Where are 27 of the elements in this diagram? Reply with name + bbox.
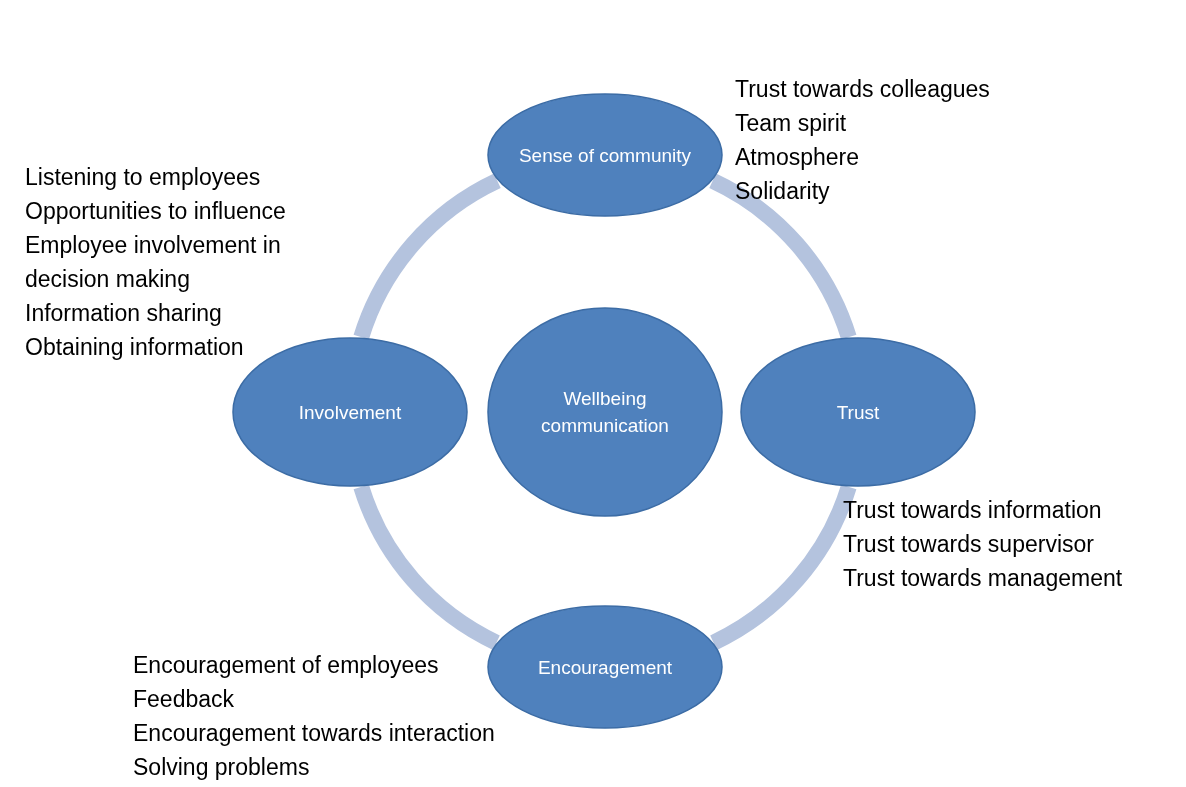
ring-connector — [708, 173, 857, 340]
list-item: Solidarity — [735, 177, 831, 206]
list-item: Trust towards management — [843, 564, 1124, 593]
list-item: Employee involvement in decision making — [25, 231, 282, 294]
ring-connector — [353, 484, 501, 650]
list-item: Atmosphere — [735, 143, 860, 172]
list-item: Team spirit — [735, 109, 848, 138]
list-item: Obtaining information — [25, 333, 245, 362]
list-item: Listening to employees — [25, 163, 262, 192]
list-item: Encouragement towards interaction — [133, 719, 496, 748]
node-label: Encouragement — [536, 655, 674, 680]
node-label: Trust — [835, 400, 881, 425]
topic-ellipse — [487, 307, 723, 517]
ring-connector — [353, 173, 502, 340]
list-item: Feedback — [133, 685, 235, 714]
node-label: Sense of community — [517, 143, 693, 168]
list-item: Trust towards information — [843, 496, 1103, 525]
list-item: Information sharing — [25, 299, 223, 328]
topic-ellipse — [740, 337, 976, 487]
ring-connector — [709, 484, 857, 650]
node-label: Wellbeing communication — [540, 387, 670, 438]
list-item: Trust towards supervisor — [843, 530, 1095, 559]
list-item: Opportunities to influence — [25, 197, 287, 226]
list-item: Trust towards colleagues — [735, 75, 991, 104]
topic-ellipse — [487, 93, 723, 217]
node-label: Involvement — [297, 400, 403, 425]
list-item: Solving problems — [133, 753, 311, 782]
